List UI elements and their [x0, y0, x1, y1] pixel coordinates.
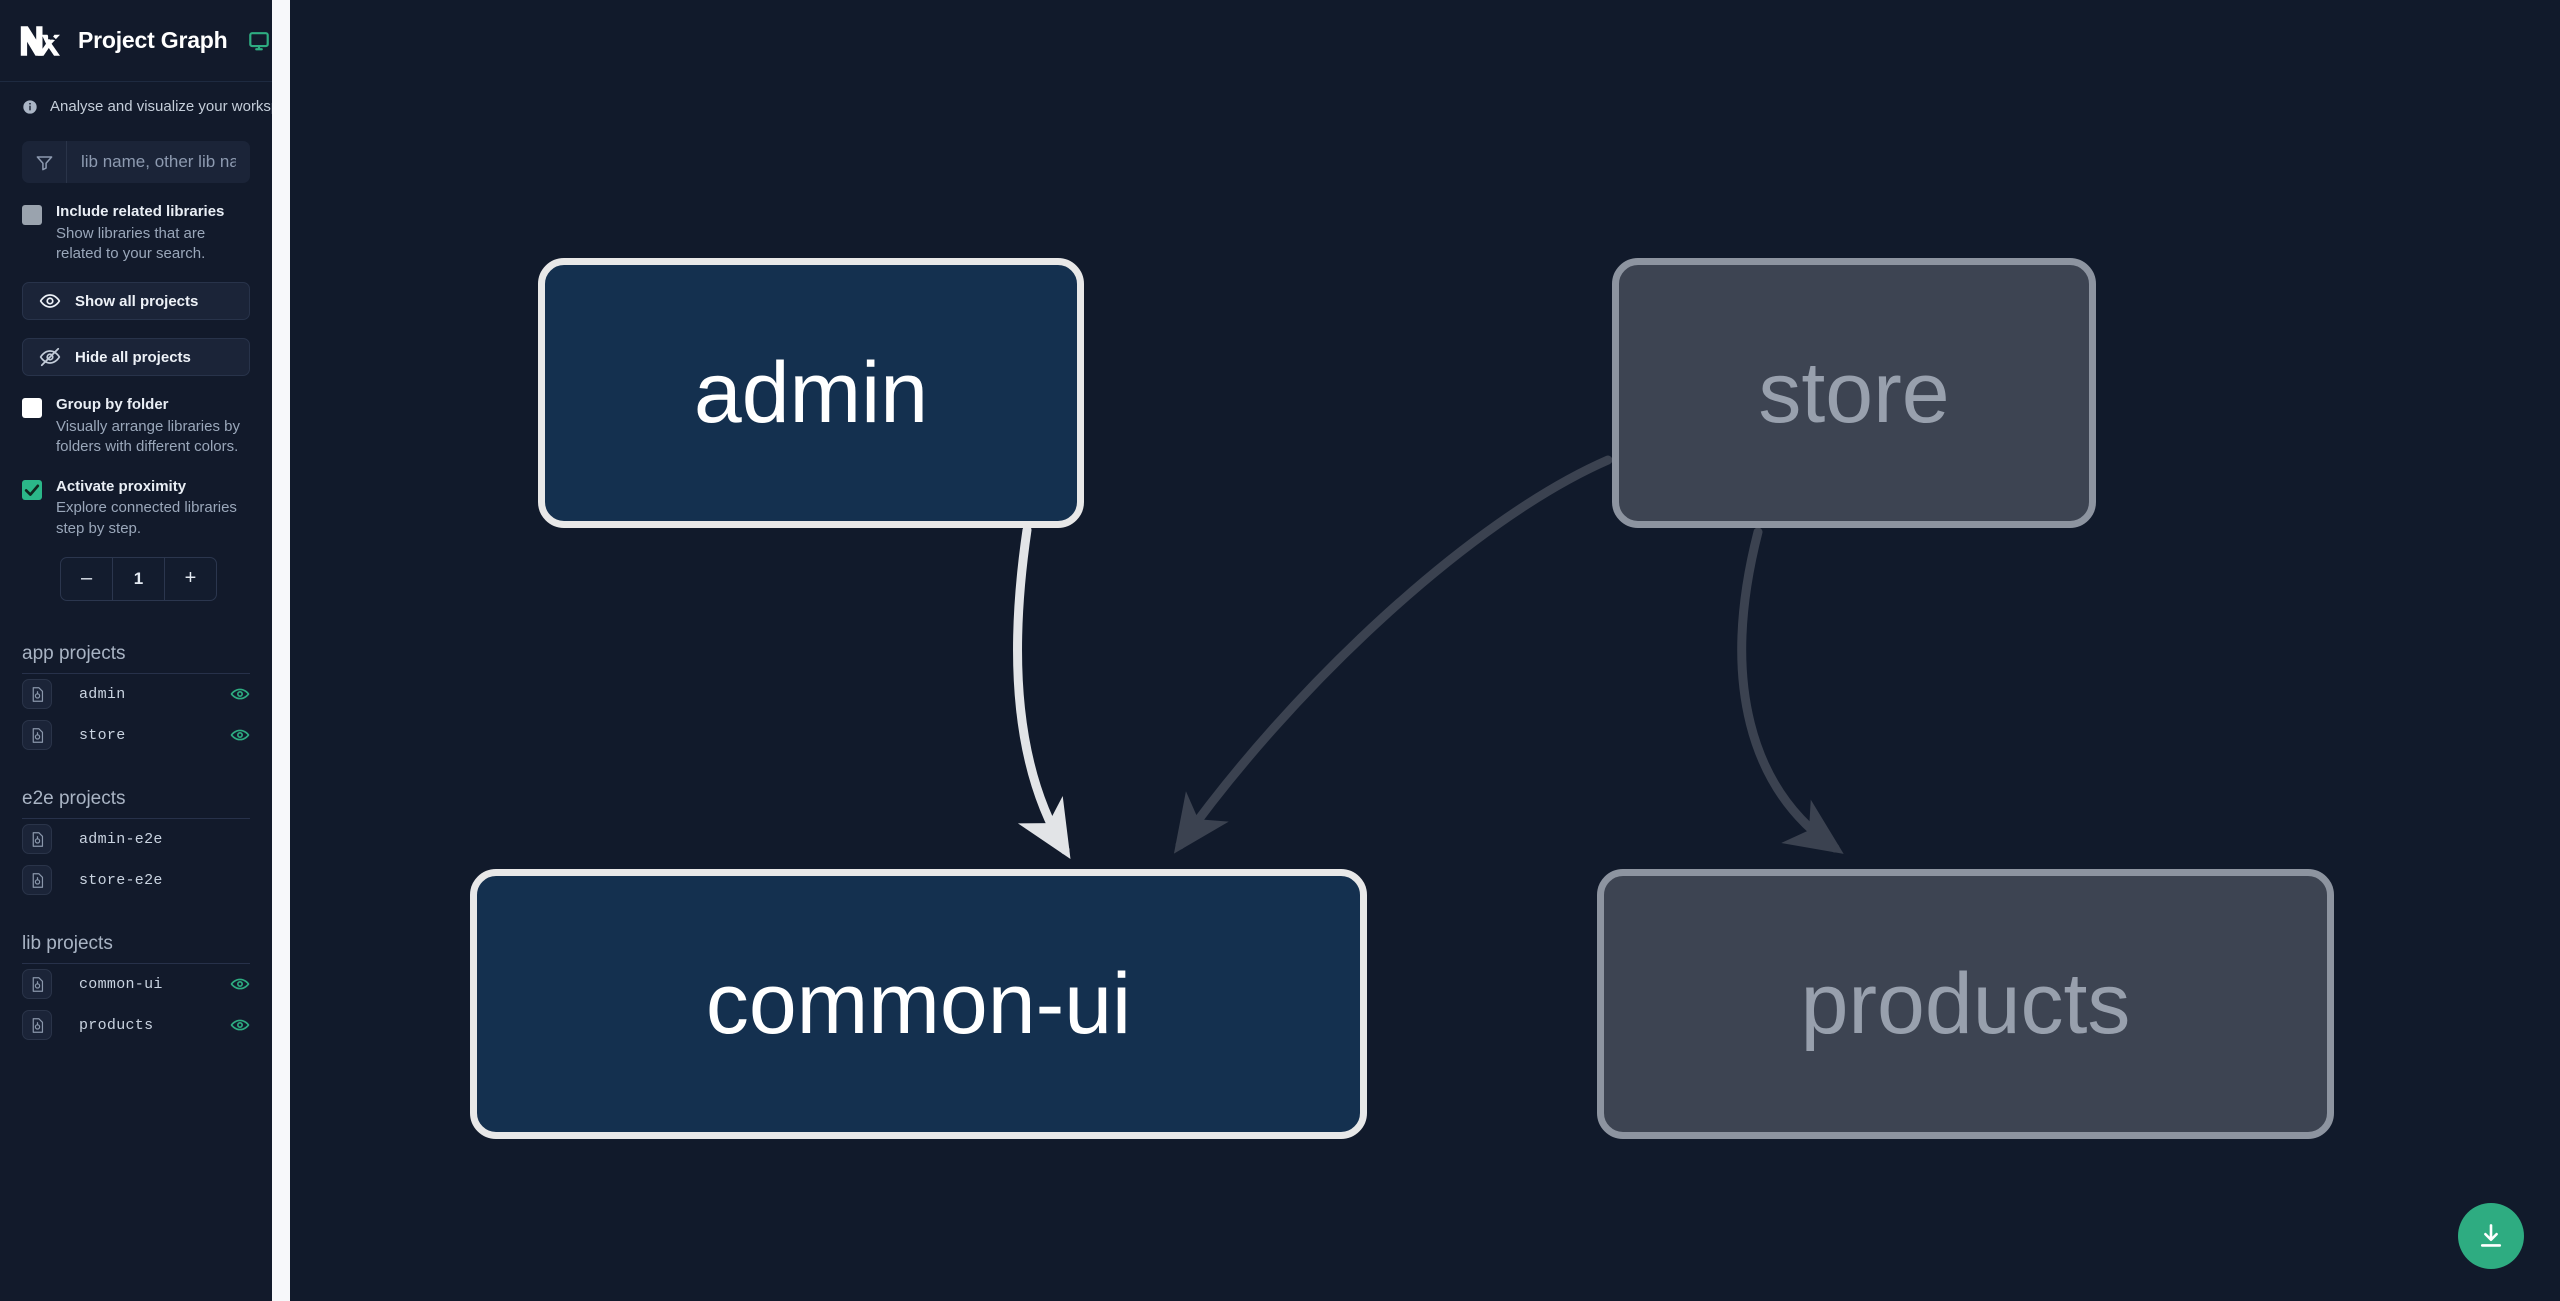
download-icon: [2476, 1221, 2506, 1251]
hide-all-projects-label: Hide all projects: [75, 348, 191, 366]
section-e2e-projects: e2e projects admin-e2e: [0, 788, 272, 901]
project-name: products: [79, 1016, 154, 1034]
search-input[interactable]: [67, 141, 250, 183]
project-icon: [22, 1010, 52, 1041]
project-name: store-e2e: [79, 871, 163, 889]
search-field[interactable]: [22, 141, 250, 183]
section-title-app-projects: app projects: [22, 643, 250, 674]
funnel-icon: [35, 153, 54, 172]
project-name: store: [79, 726, 126, 744]
section-app-projects: app projects admin: [0, 643, 272, 756]
sidebar: Project Graph Analyse and visualize your…: [0, 0, 272, 1301]
proximity-value: 1: [112, 557, 164, 600]
nx-logo-icon: [18, 20, 60, 62]
graph-edges: [1013, 455, 1844, 859]
graph-node-label: products: [1800, 956, 2131, 1052]
project-icon: [22, 865, 52, 896]
tagline-text: Analyse and visualize your workspace.: [50, 98, 272, 115]
page-title: Project Graph: [78, 27, 228, 53]
project-row-common-ui[interactable]: common-ui: [22, 964, 250, 1005]
option-group-by-folder[interactable]: Group by folder Visually arrange librari…: [0, 376, 272, 457]
include-related-libraries-checkbox[interactable]: [22, 205, 42, 225]
sidebar-resize-handle[interactable]: [272, 0, 290, 1301]
project-row-admin-e2e[interactable]: admin-e2e: [22, 819, 250, 860]
graph-node-store[interactable]: store: [1612, 258, 2096, 528]
section-lib-projects: lib projects common-ui: [0, 933, 272, 1046]
include-related-libraries-description: Show libraries that are related to your …: [56, 224, 206, 262]
show-all-projects-label: Show all projects: [75, 292, 199, 310]
show-all-projects-button[interactable]: Show all projects: [22, 282, 250, 321]
sidebar-header: Project Graph: [0, 0, 272, 82]
project-name: admin-e2e: [79, 830, 163, 848]
edge-admin-to-common-ui: [1013, 525, 1071, 859]
proximity-stepper[interactable]: – 1 +: [60, 556, 217, 601]
graph-node-common-ui[interactable]: common-ui: [470, 869, 1367, 1139]
eye-visible-icon[interactable]: [230, 725, 250, 745]
project-name: common-ui: [79, 975, 163, 993]
section-title-lib-projects: lib projects: [22, 933, 250, 964]
project-icon: [22, 679, 52, 710]
eye-visible-icon[interactable]: [230, 1015, 250, 1035]
activate-proximity-description: Explore connected libraries step by step…: [56, 499, 237, 537]
project-row-products[interactable]: products: [22, 1005, 250, 1046]
edge-store-to-common-ui: [1173, 455, 1613, 854]
edge-store-to-products: [1737, 527, 1844, 854]
group-by-folder-checkbox[interactable]: [22, 398, 42, 419]
project-icon: [22, 824, 52, 855]
option-activate-proximity[interactable]: Activate proximity Explore connected lib…: [0, 458, 272, 539]
eye-visible-icon[interactable]: [230, 974, 250, 994]
project-icon: [22, 969, 52, 1000]
project-row-store[interactable]: store: [22, 715, 250, 756]
graph-node-label: admin: [693, 345, 929, 441]
activate-proximity-checkbox[interactable]: [22, 479, 42, 500]
hide-all-projects-button[interactable]: Hide all projects: [22, 338, 250, 377]
filter-icon-box: [22, 141, 67, 183]
project-row-admin[interactable]: admin: [22, 674, 250, 715]
graph-node-admin[interactable]: admin: [538, 258, 1084, 528]
group-by-folder-description: Visually arrange libraries by folders wi…: [56, 418, 240, 456]
include-related-libraries-label: Include related libraries: [56, 203, 225, 220]
project-icon: [22, 720, 52, 751]
section-title-e2e-projects: e2e projects: [22, 788, 250, 819]
graph-canvas[interactable]: admin store common-ui products: [290, 0, 2560, 1301]
project-name: admin: [79, 685, 126, 703]
option-include-related-libraries[interactable]: Include related libraries Show libraries…: [0, 183, 272, 264]
proximity-increment-button[interactable]: +: [164, 557, 216, 600]
monitor-icon[interactable]: [248, 30, 270, 52]
eye-visible-icon[interactable]: [230, 684, 250, 704]
eye-icon: [39, 290, 61, 312]
graph-node-label: store: [1758, 345, 1950, 441]
tagline: Analyse and visualize your workspace.: [0, 82, 272, 125]
download-image-button[interactable]: [2458, 1203, 2524, 1269]
graph-node-label: common-ui: [705, 956, 1132, 1052]
eye-off-icon: [39, 346, 61, 368]
group-by-folder-label: Group by folder: [56, 396, 169, 414]
info-icon: [22, 99, 38, 115]
project-row-store-e2e[interactable]: store-e2e: [22, 860, 250, 901]
graph-node-products[interactable]: products: [1597, 869, 2334, 1139]
activate-proximity-label: Activate proximity: [56, 477, 187, 495]
proximity-decrement-button[interactable]: –: [80, 567, 93, 590]
